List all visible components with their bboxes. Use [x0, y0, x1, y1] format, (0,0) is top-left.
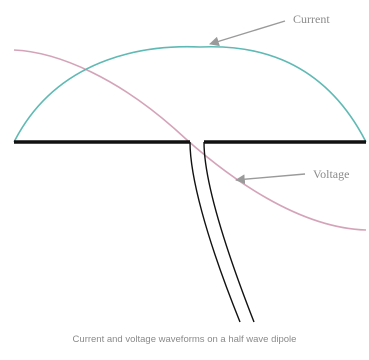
voltage-waveform — [13, 49, 367, 231]
current-waveform — [13, 45, 367, 143]
feed-line-left — [189, 141, 241, 323]
voltage-label: Voltage — [313, 167, 349, 181]
diagram-caption: Current and voltage waveforms on a half … — [72, 334, 297, 345]
current-arrow — [209, 20, 286, 47]
feed-line-right — [203, 141, 255, 323]
current-label: Current — [293, 12, 330, 26]
voltage-arrow — [235, 173, 306, 185]
